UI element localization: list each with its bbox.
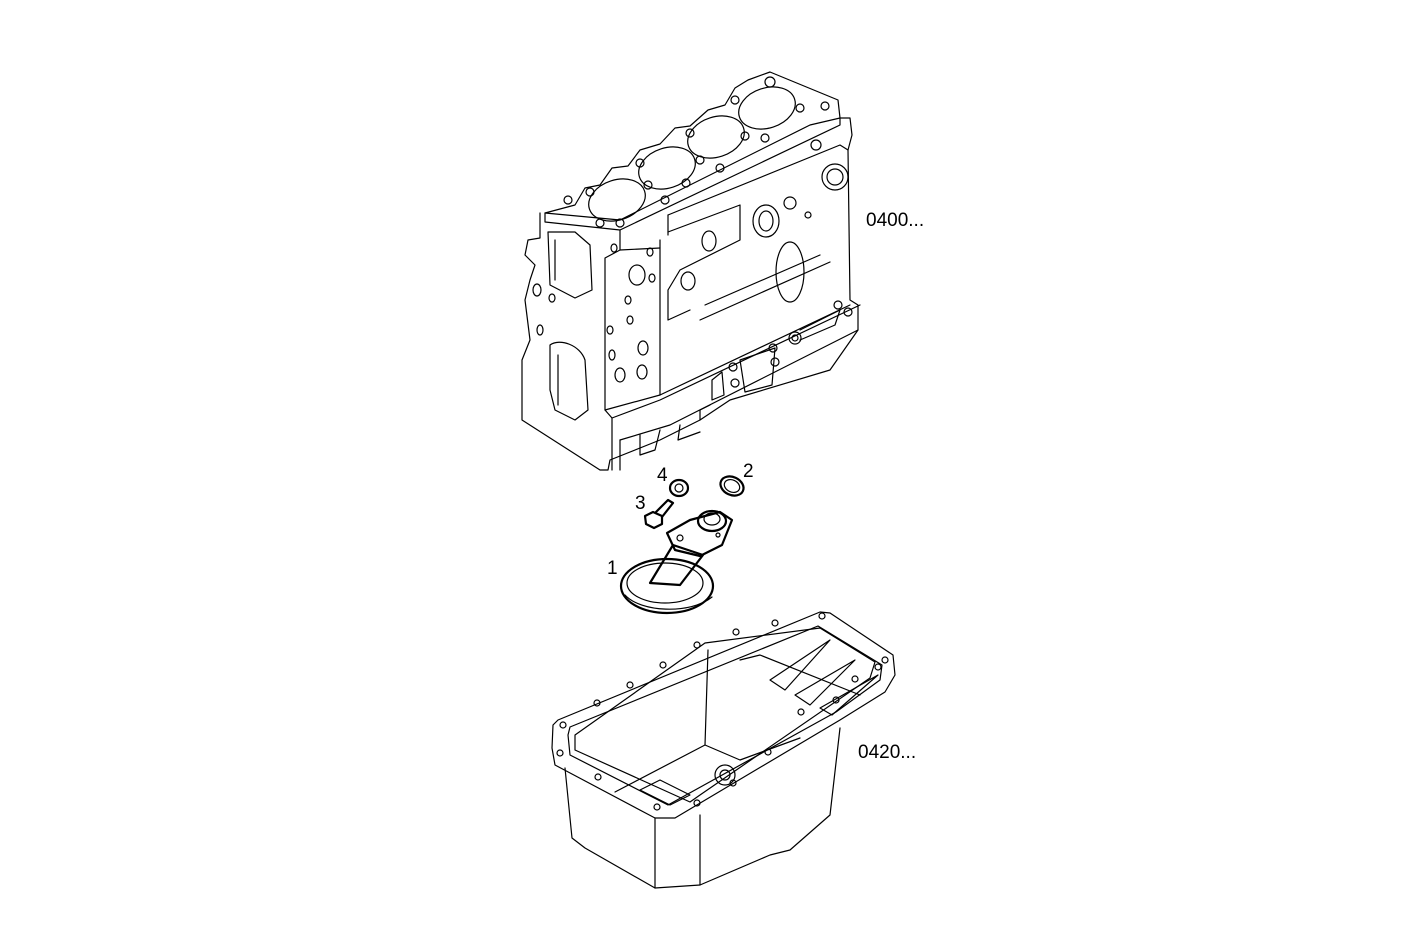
washer-drawing[interactable]: [668, 478, 690, 498]
strainer-drawing[interactable]: [619, 509, 734, 615]
oil-pan-drawing[interactable]: [551, 611, 896, 889]
oil-pan-reference-link[interactable]: 0420...: [858, 742, 917, 763]
callout-4-washer[interactable]: 4: [657, 465, 668, 486]
engine-block-reference-link[interactable]: 0400...: [866, 210, 925, 231]
callout-1-strainer[interactable]: 1: [607, 558, 618, 579]
screw-drawing[interactable]: [643, 498, 675, 530]
callout-2-gasket[interactable]: 2: [743, 461, 754, 482]
engine-block-drawing[interactable]: [521, 71, 861, 471]
callout-3-screw[interactable]: 3: [635, 493, 646, 514]
gasket-drawing[interactable]: [717, 473, 746, 499]
